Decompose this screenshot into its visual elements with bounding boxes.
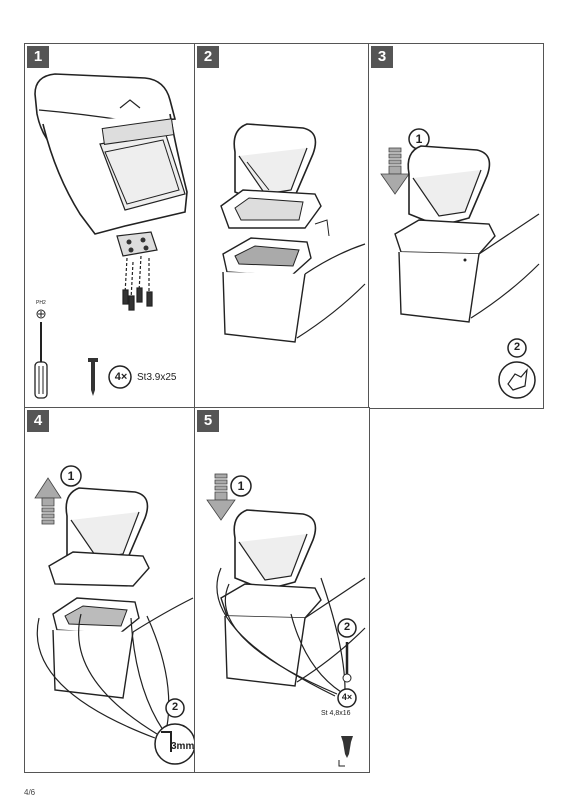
step-3-panel: 3 1 2 bbox=[368, 43, 544, 409]
step-2-panel: 2 bbox=[194, 43, 370, 409]
screw-spec-label: St 4,8x16 bbox=[321, 710, 351, 717]
step-number-badge: 3 bbox=[371, 46, 393, 68]
armrest-removal-illustration bbox=[34, 465, 195, 765]
step-number-badge: 4 bbox=[27, 410, 49, 432]
callout-2: 2 bbox=[343, 621, 351, 633]
step-1-panel: 1 PH2 4× St3.9x2 bbox=[24, 43, 196, 409]
callout-2: 2 bbox=[171, 701, 179, 713]
step-number-badge: 2 bbox=[197, 46, 219, 68]
armrest-mounting-illustration bbox=[34, 73, 188, 399]
callout-2: 2 bbox=[513, 341, 521, 353]
armrest-install-illustration bbox=[380, 128, 540, 399]
step-number-badge: 5 bbox=[197, 410, 219, 432]
armrest-fixing-illustration bbox=[206, 473, 366, 767]
armrest-assembly-illustration bbox=[220, 123, 366, 343]
step-number-badge: 1 bbox=[27, 46, 49, 68]
callout-1: 1 bbox=[67, 469, 75, 483]
callout-1: 1 bbox=[237, 479, 245, 493]
step-4-panel: 4 1 2 3mm bbox=[24, 407, 196, 773]
step-5-panel: 5 1 2 4× St 4,8x16 bbox=[194, 407, 370, 773]
page-number: 4/6 bbox=[24, 788, 36, 797]
screw-count-label: 4× bbox=[114, 371, 128, 383]
hex-key-size-label: 3mm bbox=[171, 741, 195, 752]
screw-spec-label: St3.9x25 bbox=[137, 372, 177, 383]
screwdriver-size-label: PH2 bbox=[36, 300, 46, 306]
screw-count-label: 4× bbox=[341, 692, 353, 702]
callout-1: 1 bbox=[415, 132, 423, 146]
